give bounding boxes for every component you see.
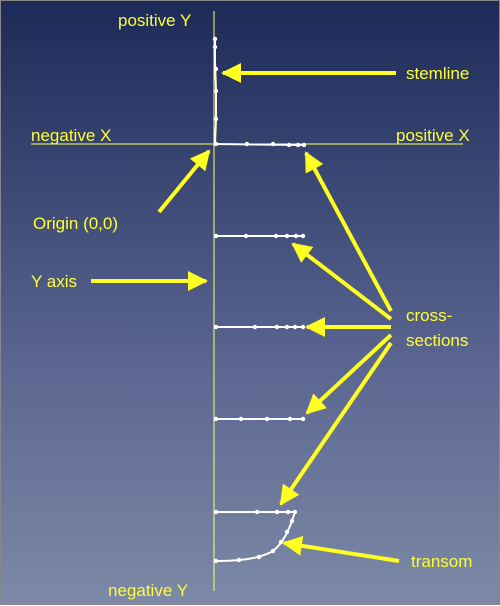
arrow-cross-section-5 (279, 341, 393, 506)
stemline-curve (212, 36, 219, 145)
cross-section-2 (213, 233, 306, 239)
label-negative-y: negative Y (108, 581, 188, 600)
arrow-cross-section-2 (291, 242, 393, 321)
label-positive-y: positive Y (118, 11, 191, 30)
arrow-cross-section-4 (305, 333, 393, 415)
transom-curve (213, 511, 296, 564)
arrow-origin (157, 149, 211, 214)
arrow-transom (282, 535, 400, 563)
cross-section-5 (213, 509, 298, 515)
cross-section-3 (213, 324, 306, 330)
label-positive-x: positive X (396, 126, 470, 145)
label-origin: Origin (0,0) (33, 214, 118, 233)
cross-section-4 (213, 416, 306, 422)
label-negative-x: negative X (31, 126, 111, 145)
label-stemline: stemline (406, 64, 469, 83)
arrow-cross-section-1 (304, 151, 393, 312)
label-y-axis: Y axis (31, 272, 77, 291)
cross-section-1 (213, 141, 307, 148)
label-cross-sections-line2: sections (406, 331, 468, 350)
label-transom: transom (411, 552, 472, 571)
label-cross-sections-line1: cross- (406, 306, 452, 325)
